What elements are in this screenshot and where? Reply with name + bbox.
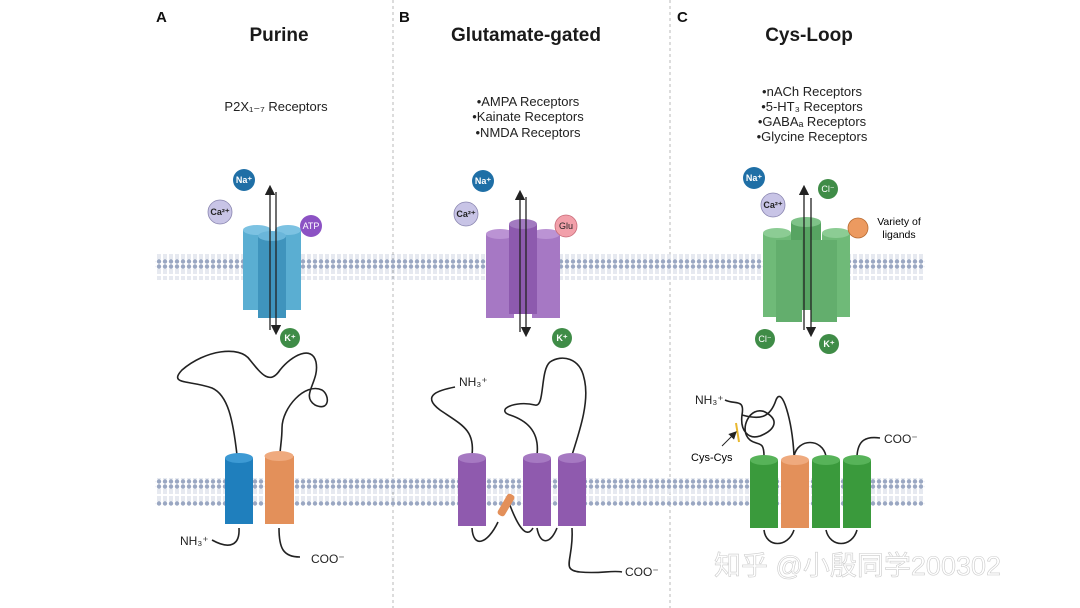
variety-label-1: ligands xyxy=(882,229,915,241)
panel-a: A Purine P2X₁₋₇ Receptors Na⁺ Ca²⁺ ATP xyxy=(156,9,345,566)
svg-text:K⁺: K⁺ xyxy=(556,333,567,343)
topology-c: NH₃⁺ COO⁻ Cys-Cys xyxy=(691,393,918,545)
cterm-label-c: COO⁻ xyxy=(884,432,918,446)
receptor-text-b-0: •AMPA Receptors xyxy=(477,94,580,109)
cys-cys-label: Cys-Cys xyxy=(691,452,733,464)
svg-text:Ca²⁺: Ca²⁺ xyxy=(210,207,230,217)
svg-text:Na⁺: Na⁺ xyxy=(746,173,763,183)
receptor-text-a-0: P2X₁₋₇ Receptors xyxy=(224,99,328,114)
svg-text:Glu: Glu xyxy=(559,221,573,231)
panel-title-a: Purine xyxy=(249,25,308,46)
cys-bridge xyxy=(735,422,740,443)
panel-c: C Cys-Loop •nACh Receptors •5-HT₃ Recept… xyxy=(677,9,921,545)
receptor-text-c-1: •5-HT₃ Receptors xyxy=(761,99,863,114)
svg-text:Cl⁻: Cl⁻ xyxy=(758,334,771,344)
cterm-label-a: COO⁻ xyxy=(311,552,345,566)
cterm-label-b: COO⁻ xyxy=(625,565,659,579)
watermark: 知乎 @小殷同学200302 xyxy=(714,551,1001,581)
panel-b: B Glutamate-gated •AMPA Receptors •Kaina… xyxy=(399,9,659,579)
receptor-text-b-2: •NMDA Receptors xyxy=(476,125,581,140)
ion-na-a: Na⁺ xyxy=(233,169,255,191)
ion-ca-b: Ca²⁺ xyxy=(453,201,479,227)
svg-text:Ca²⁺: Ca²⁺ xyxy=(763,200,783,210)
variety-label-0: Variety of xyxy=(877,216,921,228)
ion-cl-top: Cl⁻ xyxy=(818,179,838,199)
ligand-variety xyxy=(847,217,869,239)
receptor-text-c-0: •nACh Receptors xyxy=(762,84,862,99)
ion-cl-bottom: Cl⁻ xyxy=(755,329,775,349)
ion-na-c: Na⁺ xyxy=(743,167,765,189)
channel-b xyxy=(486,189,560,338)
topology-a: NH₃⁺ COO⁻ xyxy=(176,350,345,566)
svg-text:K⁺: K⁺ xyxy=(823,339,834,349)
ion-ca-c: Ca²⁺ xyxy=(760,192,786,218)
panel-title-c: Cys-Loop xyxy=(765,25,853,46)
svg-text:K⁺: K⁺ xyxy=(284,333,295,343)
svg-text:Na⁺: Na⁺ xyxy=(236,175,253,185)
ion-k-b: K⁺ xyxy=(552,328,572,348)
receptor-text-c-2: •GABAₐ Receptors xyxy=(758,114,867,129)
svg-text:ATP: ATP xyxy=(303,221,320,231)
receptor-text-b-1: •Kainate Receptors xyxy=(472,109,584,124)
ion-na-b: Na⁺ xyxy=(472,170,494,192)
ion-k-a: K⁺ xyxy=(280,328,300,348)
panel-letter-a: A xyxy=(156,9,167,26)
nterm-label-c: NH₃⁺ xyxy=(695,393,724,407)
svg-text:Cl⁻: Cl⁻ xyxy=(821,184,834,194)
nterm-label-b: NH₃⁺ xyxy=(459,375,488,389)
nterm-label-a: NH₃⁺ xyxy=(180,534,209,548)
receptor-text-c-3: •Glycine Receptors xyxy=(757,129,868,144)
ion-k-c: K⁺ xyxy=(819,334,839,354)
ion-ca-a: Ca²⁺ xyxy=(207,199,233,225)
channel-c xyxy=(763,184,850,338)
channel-a xyxy=(243,184,301,336)
panel-letter-c: C xyxy=(677,9,688,26)
panel-title-b: Glutamate-gated xyxy=(451,25,601,46)
ligand-glu: Glu xyxy=(554,214,578,238)
panel-letter-b: B xyxy=(399,9,410,26)
topology-b: NH₃⁺ COO⁻ xyxy=(430,357,659,579)
ligand-atp: ATP xyxy=(300,215,322,237)
svg-text:Na⁺: Na⁺ xyxy=(475,176,492,186)
svg-text:Ca²⁺: Ca²⁺ xyxy=(456,209,476,219)
